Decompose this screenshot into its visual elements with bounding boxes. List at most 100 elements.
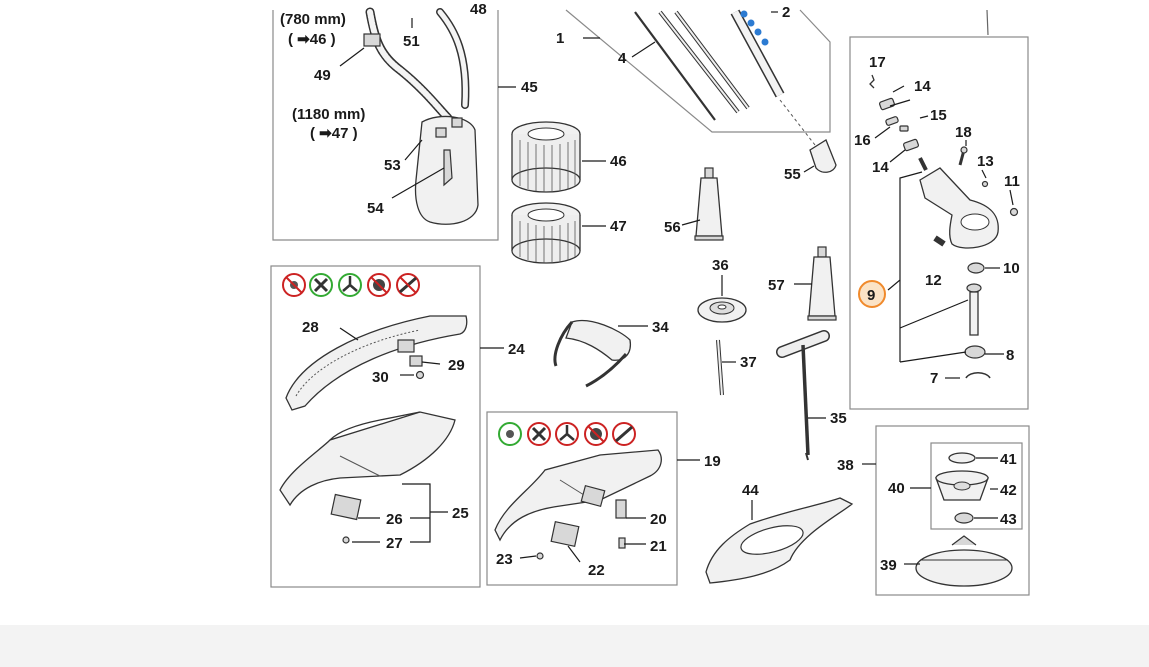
part-label-26: 26 xyxy=(386,511,403,528)
length-note-1180: (1180 mm) xyxy=(292,106,365,123)
part-label-21: 21 xyxy=(650,538,667,555)
part-label-25: 25 xyxy=(452,505,469,522)
part-label-29: 29 xyxy=(448,357,465,374)
part-label-14-top: 14 xyxy=(914,78,931,95)
svg-text:9: 9 xyxy=(867,287,875,304)
circlip-7 xyxy=(965,371,991,379)
washer-10 xyxy=(967,262,985,274)
part-label-35: 35 xyxy=(830,410,847,427)
part-label-16: 16 xyxy=(854,132,871,149)
guard-extension-28 xyxy=(285,315,468,411)
part-label-19: 19 xyxy=(704,453,721,470)
plate-26 xyxy=(330,493,362,521)
line-spool-46 xyxy=(511,121,581,193)
part-label-30: 30 xyxy=(372,369,389,386)
part-label-55: 55 xyxy=(784,166,801,183)
line-spool-47 xyxy=(511,202,581,264)
trimmer-head-allowed-icon xyxy=(282,273,306,297)
screw-30 xyxy=(415,370,425,380)
part-label-2: 2 xyxy=(782,4,790,21)
tools-icons-19 xyxy=(498,422,636,446)
part-label-53: 53 xyxy=(384,157,401,174)
polycut-icon xyxy=(309,273,333,297)
part-label-10: 10 xyxy=(1003,260,1020,277)
combination-wrench-35 xyxy=(776,330,830,461)
tools-group: 56 57 36 37 35 xyxy=(664,167,847,461)
nut-8 xyxy=(964,345,986,359)
cap-41 xyxy=(948,452,976,464)
part-label-22: 22 xyxy=(588,562,605,579)
saw-blade-prohibited-icon-19 xyxy=(584,422,608,446)
part-label-40: 40 xyxy=(888,480,905,497)
part-label-15: 15 xyxy=(930,107,947,124)
part-label-36: 36 xyxy=(712,257,729,274)
gear-head-group: 17 14 15 16 18 14 13 11 12 10 8 7 9 xyxy=(849,9,1029,410)
part-label-18: 18 xyxy=(955,124,972,141)
part-label-54: 54 xyxy=(367,200,384,217)
strap-buckle xyxy=(363,33,381,47)
part-label-14-bottom: 14 xyxy=(872,159,889,176)
part-label-28: 28 xyxy=(302,319,319,336)
part-label-11: 11 xyxy=(1004,173,1020,190)
nut-43 xyxy=(954,512,974,524)
part-label-12: 12 xyxy=(925,272,942,289)
part-label-27: 27 xyxy=(386,535,403,552)
shaft-cap-55 xyxy=(809,139,837,173)
spool-housing-42 xyxy=(935,470,989,501)
gear-head-body xyxy=(919,167,999,249)
part-label-20: 20 xyxy=(650,511,667,528)
screw-23 xyxy=(536,552,544,560)
part-label-45: 45 xyxy=(521,79,538,96)
part-label-43: 43 xyxy=(1000,511,1017,528)
mowing-head-group-38: 38 40 41 42 43 39 xyxy=(837,425,1030,596)
saw-blade-prohibited-icon xyxy=(367,273,391,297)
length-note-780: (780 mm) xyxy=(280,11,346,28)
three-blade-prohibited-icon-19 xyxy=(555,422,579,446)
part-label-34: 34 xyxy=(652,319,669,336)
part-label-24: 24 xyxy=(508,341,525,358)
two-blade-prohibited-icon-19 xyxy=(612,422,636,446)
highlighted-part-9[interactable]: 9 xyxy=(858,280,886,308)
part-label-44: 44 xyxy=(742,482,759,499)
part-label-23: 23 xyxy=(496,551,513,568)
part-label-17: 17 xyxy=(869,54,886,71)
ref-note-46: ( ➡46 ) xyxy=(288,31,336,48)
prohibited-tools-icons xyxy=(282,273,420,297)
part-label-42: 42 xyxy=(1000,482,1017,499)
drive-shaft-group: 1 4 2 55 xyxy=(556,4,837,183)
deflector-guard-19 xyxy=(494,449,662,542)
part-label-57: 57 xyxy=(768,277,785,294)
part-label-49: 49 xyxy=(314,67,331,84)
deflector-guard xyxy=(279,411,456,507)
part-label-1: 1 xyxy=(556,30,564,47)
transport-guard-44: 44 xyxy=(705,482,854,584)
part-label-41: 41 xyxy=(1000,451,1017,468)
plate-22 xyxy=(550,521,580,547)
screw-21 xyxy=(618,537,626,549)
part-label-38: 38 xyxy=(837,457,854,474)
screw-27 xyxy=(342,536,350,544)
part-label-39: 39 xyxy=(880,557,897,574)
part-label-4: 4 xyxy=(618,50,627,67)
part-label-48: 48 xyxy=(470,1,487,18)
guard-disc-39 xyxy=(915,535,1013,587)
clamp-20 xyxy=(615,499,627,519)
polycut-prohibited-icon-19 xyxy=(527,422,551,446)
guard-kit-19: 19 20 21 23 22 xyxy=(486,411,721,586)
line-spools: 46 47 xyxy=(511,121,627,264)
guard-kit-24: 28 29 30 24 26 27 25 xyxy=(270,265,525,588)
safety-glasses-34: 34 xyxy=(553,319,669,388)
part-label-56: 56 xyxy=(664,219,681,236)
part-label-51: 51 xyxy=(403,33,420,50)
carabiner-hook xyxy=(443,149,453,187)
clamp-29 xyxy=(409,355,423,367)
grease-tube-56 xyxy=(694,167,724,241)
part-label-7: 7 xyxy=(930,370,938,387)
two-blade-prohibited-icon xyxy=(396,273,420,297)
part-label-13: 13 xyxy=(977,153,994,170)
part-label-37: 37 xyxy=(740,354,757,371)
part-label-8: 8 xyxy=(1006,347,1014,364)
gear-shaft xyxy=(969,291,979,336)
ref-note-47: ( ➡47 ) xyxy=(310,125,358,142)
trimmer-head-icon-19 xyxy=(498,422,522,446)
